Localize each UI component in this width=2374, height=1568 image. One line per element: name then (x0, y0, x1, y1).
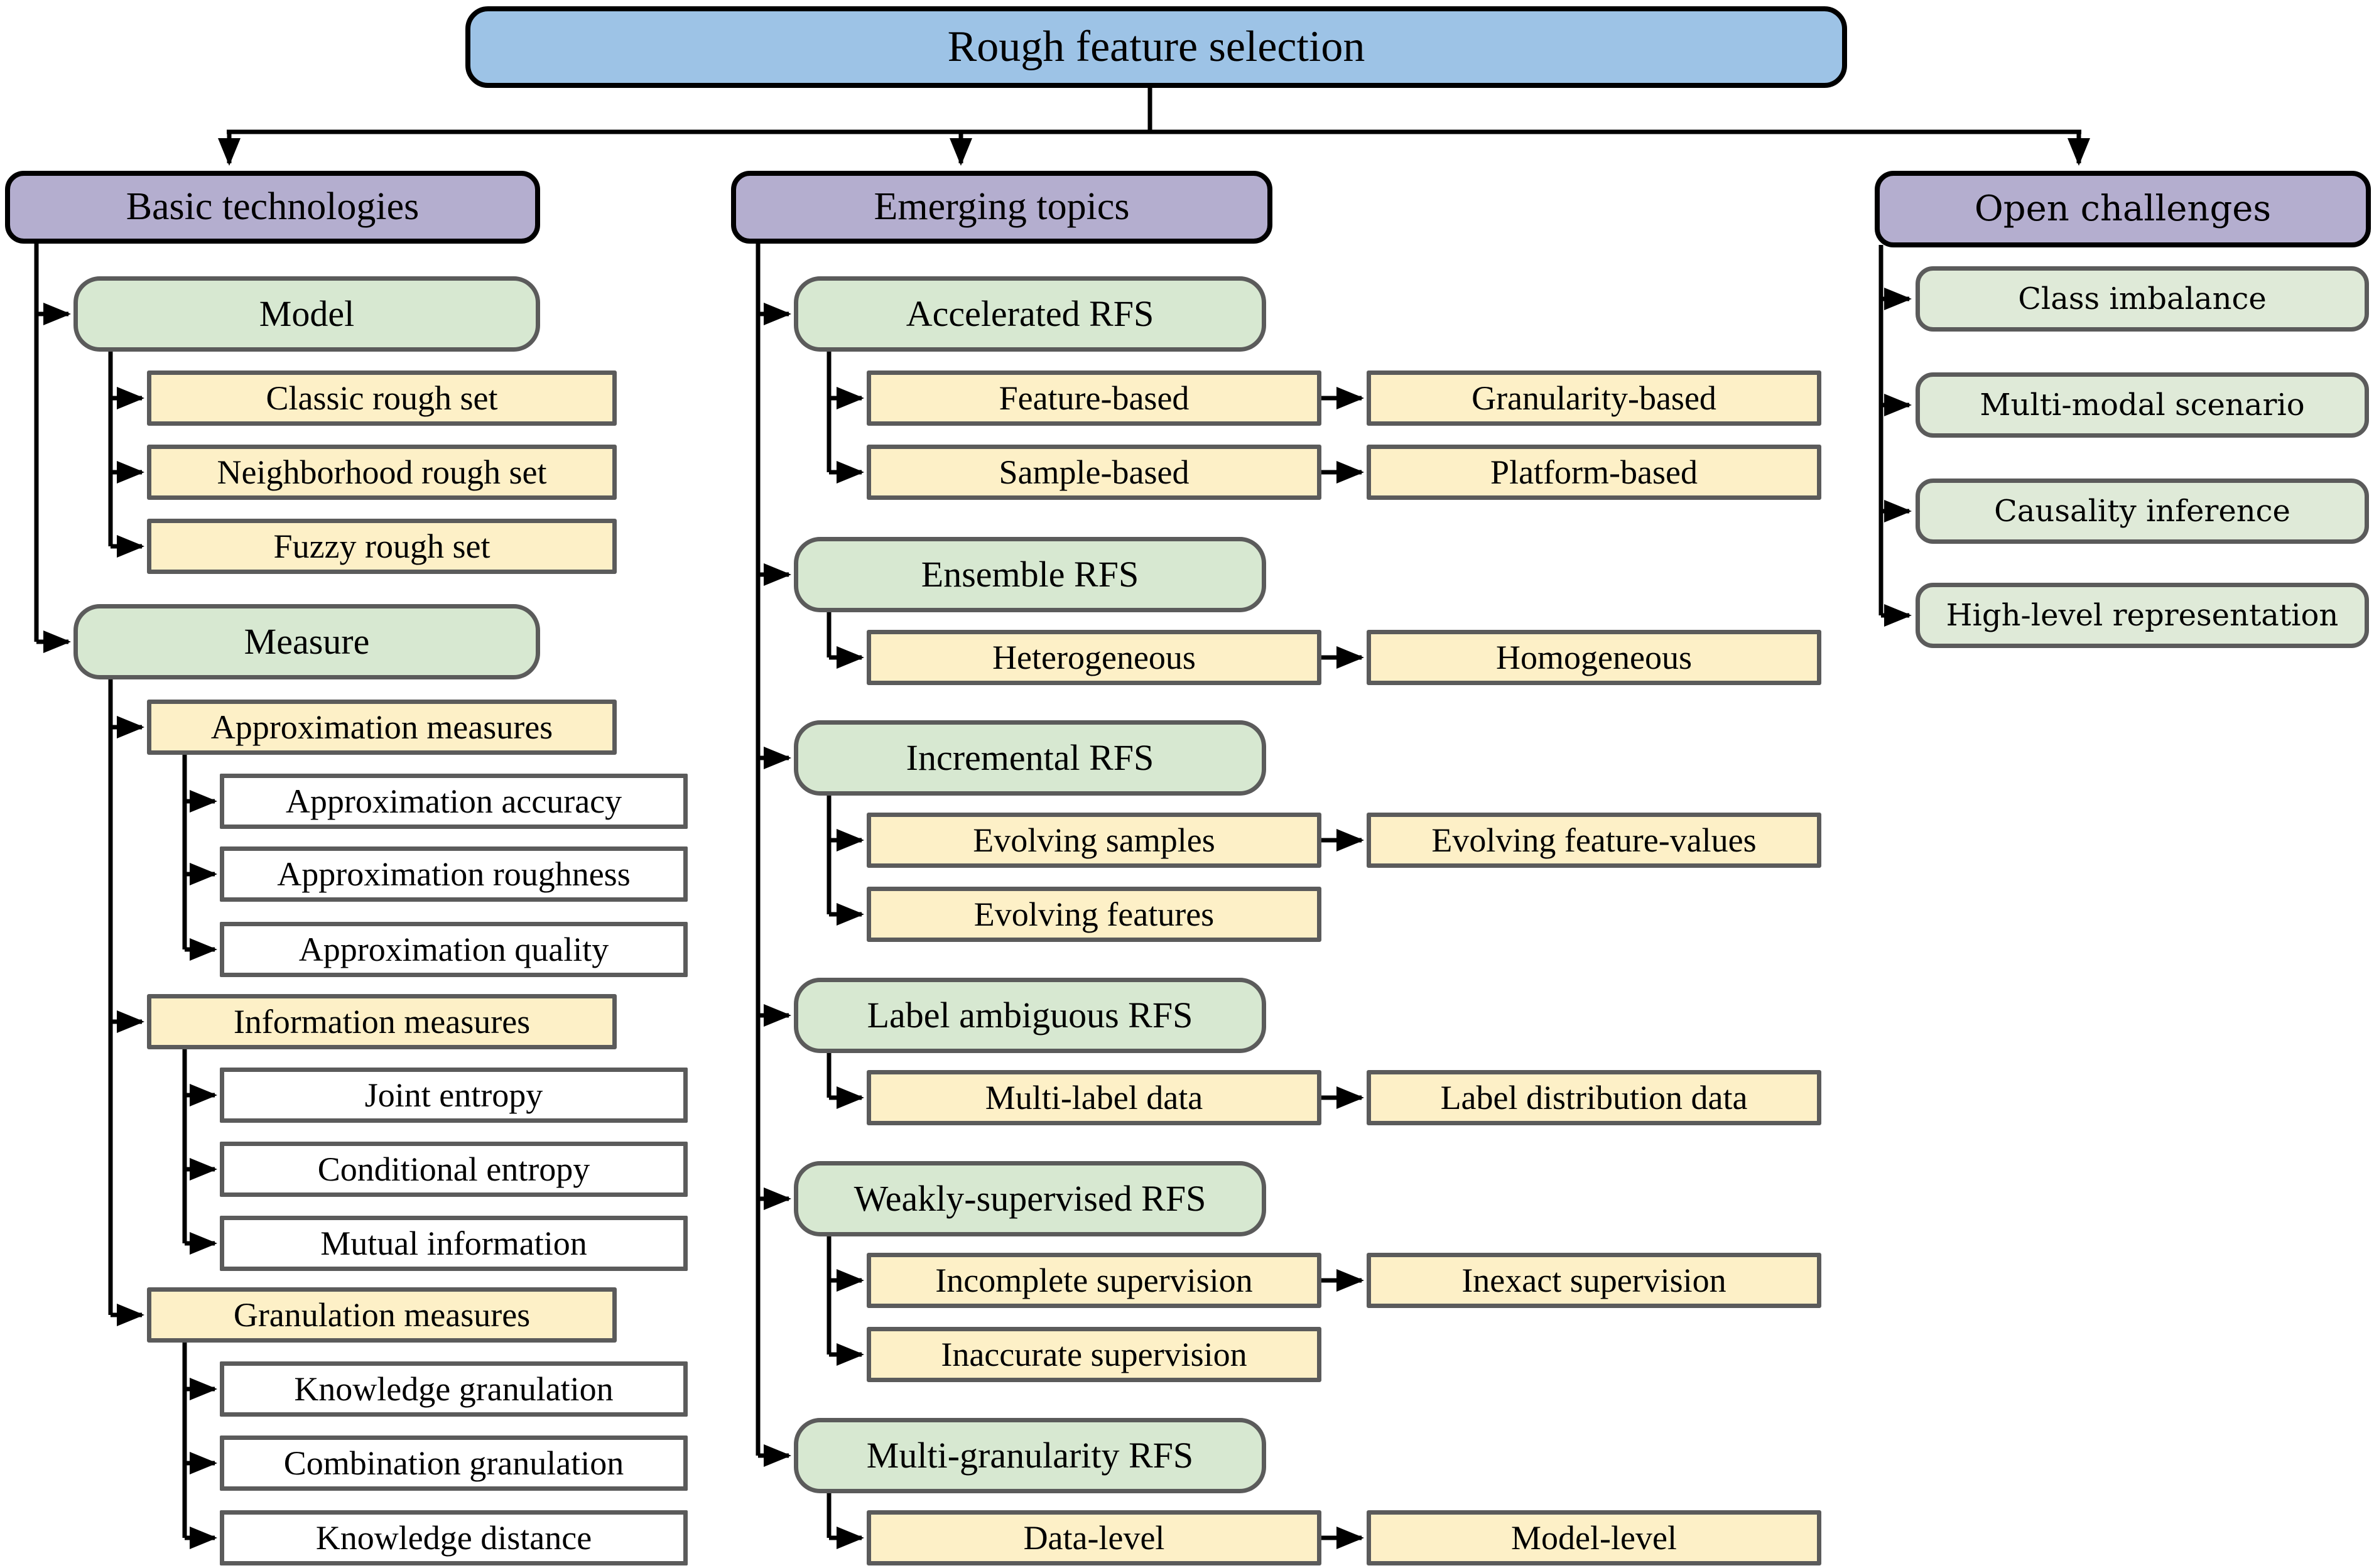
node-measure: Measure (73, 604, 540, 679)
node-homogeneous: Homogeneous (1367, 630, 1821, 685)
node-combination-granulation: Combination granulation (220, 1436, 688, 1491)
node-model-level: Model-level (1367, 1510, 1821, 1565)
node-feature-based: Feature-based (867, 370, 1321, 426)
node-platform-based: Platform-based (1367, 445, 1821, 500)
node-ensemble-rfs: Ensemble RFS (794, 537, 1266, 612)
node-model: Model (73, 276, 540, 352)
node-granularity-based: Granularity-based (1367, 370, 1821, 426)
node-approximation-quality: Approximation quality (220, 922, 688, 977)
node-evolving-features: Evolving features (867, 887, 1321, 942)
branch-header-basic-technologies: Basic technologies (5, 171, 540, 244)
node-mutual-information: Mutual information (220, 1216, 688, 1271)
node-evolving-samples: Evolving samples (867, 813, 1321, 868)
node-high-level-representation: High-level representation (1916, 583, 2369, 648)
node-class-imbalance: Class imbalance (1916, 266, 2369, 332)
node-neighborhood-rough-set: Neighborhood rough set (147, 445, 617, 500)
node-multi-label-data: Multi-label data (867, 1070, 1321, 1125)
node-multi-granularity-rfs: Multi-granularity RFS (794, 1418, 1266, 1493)
node-weakly-supervised-rfs: Weakly-supervised RFS (794, 1161, 1266, 1236)
node-heterogeneous: Heterogeneous (867, 630, 1321, 685)
node-inexact-supervision: Inexact supervision (1367, 1253, 1821, 1308)
node-joint-entropy: Joint entropy (220, 1068, 688, 1123)
node-label-distribution-data: Label distribution data (1367, 1070, 1821, 1125)
node-inaccurate-supervision: Inaccurate supervision (867, 1327, 1321, 1382)
node-incomplete-supervision: Incomplete supervision (867, 1253, 1321, 1308)
root-node-rough-feature-selection: Rough feature selection (465, 6, 1847, 88)
node-approximation-accuracy: Approximation accuracy (220, 774, 688, 829)
node-label-ambiguous-rfs: Label ambiguous RFS (794, 978, 1266, 1053)
node-approximation-measures: Approximation measures (147, 700, 617, 755)
branch-header-open-challenges: Open challenges (1875, 171, 2371, 247)
branch-header-emerging-topics: Emerging topics (731, 171, 1272, 244)
node-accelerated-rfs: Accelerated RFS (794, 276, 1266, 352)
node-knowledge-granulation: Knowledge granulation (220, 1361, 688, 1417)
node-knowledge-distance: Knowledge distance (220, 1510, 688, 1565)
node-information-measures: Information measures (147, 994, 617, 1049)
node-granulation-measures: Granulation measures (147, 1287, 617, 1343)
node-incremental-rfs: Incremental RFS (794, 720, 1266, 796)
node-approximation-roughness: Approximation roughness (220, 846, 688, 902)
node-evolving-feature-values: Evolving feature-values (1367, 813, 1821, 868)
node-fuzzy-rough-set: Fuzzy rough set (147, 519, 617, 574)
node-classic-rough-set: Classic rough set (147, 370, 617, 426)
node-sample-based: Sample-based (867, 445, 1321, 500)
node-multi-modal-scenario: Multi-modal scenario (1916, 372, 2369, 438)
node-conditional-entropy: Conditional entropy (220, 1142, 688, 1197)
node-causality-inference: Causality inference (1916, 479, 2369, 544)
node-data-level: Data-level (867, 1510, 1321, 1565)
